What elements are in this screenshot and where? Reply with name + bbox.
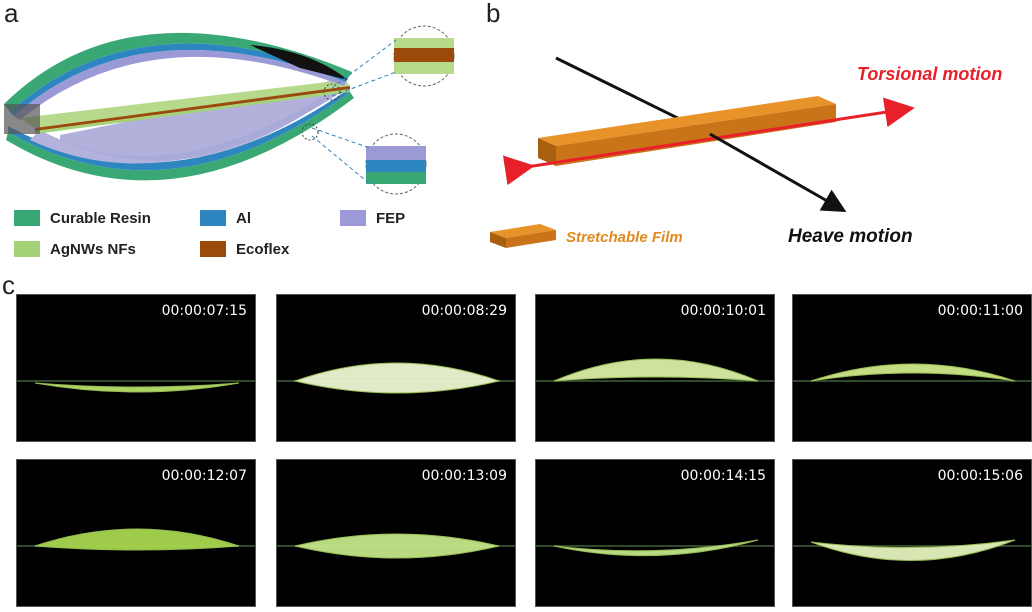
frame-timestamp: 00:00:08:29 [421, 303, 507, 319]
legend-swatch [340, 210, 366, 226]
motion-diagram [490, 56, 915, 248]
video-frame: 00:00:15:06 [792, 459, 1032, 607]
torsional-arrow [502, 97, 915, 186]
panel-letter-a: a [4, 0, 19, 28]
legend-item-ecoflex: Ecoflex [200, 239, 289, 259]
legend-label: Curable Resin [50, 209, 151, 227]
film-shape [793, 363, 1031, 382]
frame-timestamp: 00:00:12:07 [161, 468, 247, 484]
film-shape [17, 380, 255, 393]
callout-bot-fep [366, 146, 426, 160]
callout-top-brown [394, 48, 454, 62]
film-shape [277, 533, 515, 559]
callout-top-green1 [394, 38, 454, 48]
legend-swatch [14, 210, 40, 226]
frame-timestamp: 00:00:10:01 [680, 303, 766, 319]
legend-item-agnws: AgNWs NFs [14, 239, 136, 259]
legend-item-fep: FEP [340, 208, 405, 228]
callout-bot-resin [366, 172, 426, 184]
panel-letter-c: c [2, 270, 15, 300]
video-frame: 00:00:13:09 [276, 459, 516, 607]
lower-resin-arc [6, 92, 354, 181]
legend-item-al: Al [200, 208, 251, 228]
middle-film-agnws [20, 80, 350, 128]
video-frame: 00:00:08:29 [276, 294, 516, 442]
film-legend-front [506, 230, 556, 248]
legend-swatch [14, 241, 40, 257]
legend-label: Al [236, 209, 251, 227]
video-frame: 00:00:12:07 [16, 459, 256, 607]
film-shape [17, 528, 255, 551]
frame-timestamp: 00:00:11:00 [937, 303, 1023, 319]
film-shape [536, 539, 774, 557]
upper-resin-arc [4, 32, 352, 112]
film-shape [793, 539, 1031, 561]
video-frame: 00:00:14:15 [535, 459, 775, 607]
stretchable-film-label: Stretchable Film [566, 229, 683, 246]
frame-timestamp: 00:00:14:15 [680, 468, 766, 484]
callout-bot-al [366, 160, 426, 172]
legend-item-curable-resin: Curable Resin [14, 208, 151, 228]
frame-timestamp: 00:00:15:06 [937, 468, 1023, 484]
legend-swatch [200, 241, 226, 257]
legend-label: AgNWs NFs [50, 240, 136, 258]
torsional-motion-label: Torsional motion [857, 64, 1003, 84]
heave-motion-label: Heave motion [788, 226, 913, 247]
upper-dark-gap [250, 45, 348, 80]
film-shape [536, 358, 774, 382]
heave-arrow [709, 132, 847, 212]
film-legend-side [490, 232, 506, 248]
film-legend-top [490, 224, 556, 238]
device-illustration [4, 25, 455, 195]
lower-al-arc [8, 88, 350, 171]
frame-timestamp: 00:00:07:15 [161, 303, 247, 319]
legend-swatch [200, 210, 226, 226]
upper-fep-arc [14, 49, 346, 120]
film-shape [277, 362, 515, 394]
legend-label: FEP [376, 209, 406, 227]
panel-letter-b: b [486, 0, 501, 28]
legend-label: Ecoflex [236, 240, 290, 258]
middle-film-bottom [35, 89, 350, 134]
video-frame: 00:00:10:01 [535, 294, 775, 442]
video-frame: 00:00:07:15 [16, 294, 256, 442]
video-frame: 00:00:11:00 [792, 294, 1032, 442]
frame-timestamp: 00:00:13:09 [421, 468, 507, 484]
middle-film-ecoflex [35, 86, 350, 131]
callout-top-green2 [394, 62, 454, 74]
upper-al-arc [10, 43, 348, 116]
